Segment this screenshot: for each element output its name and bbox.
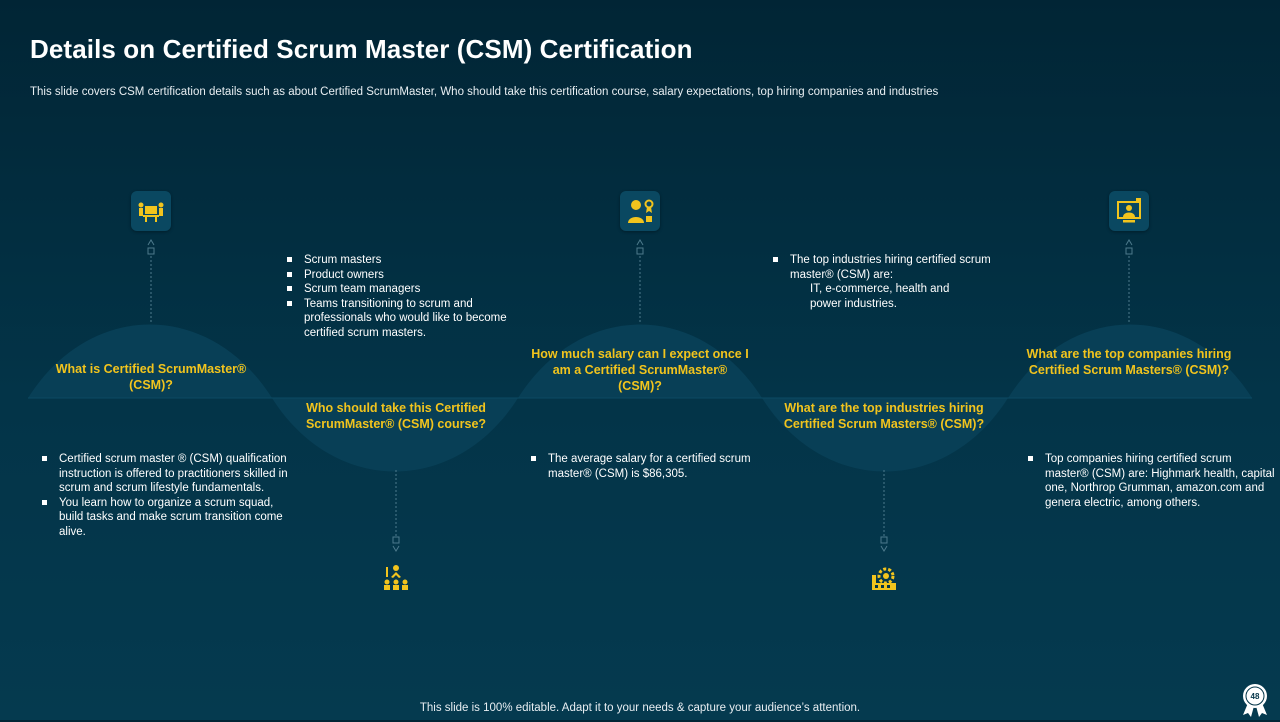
list-item: You learn how to organize a scrum squad,… [42,496,297,540]
section-2-heading: Who should take this Certified ScrumMast… [305,401,487,431]
presenter-audience-icon [384,565,408,590]
section-1-icon-box [131,191,171,231]
list-item: The average salary for a certified scrum… [531,452,784,481]
company-hiring-icon [1117,198,1141,223]
section-2-icon-box [379,561,413,595]
slide-title: Details on Certified Scrum Master (CSM) … [30,34,693,64]
section-4-sub-text: IT, e-commerce, health and power industr… [810,283,950,310]
section-5-heading: What are the top companies hiring Certif… [1026,347,1232,377]
list-item: Top companies hiring certified scrum mas… [1028,452,1277,510]
section-4-bullets: The top industries hiring certified scru… [771,253,1026,311]
section-3-heading: How much salary can I expect once I am a… [531,347,749,393]
section-5-icon-box [1109,191,1149,231]
section-3-bullets: The average salary for a certified scrum… [529,452,784,481]
industry-gear-icon [872,567,896,590]
page-number: 48 [1250,692,1260,701]
list-item: Certified scrum master ® (CSM) qualifica… [42,452,297,496]
list-item: Scrum masters [287,253,540,268]
section-4-heading: What are the top industries hiring Certi… [783,401,985,431]
section-5-bullets: Top companies hiring certified scrum mas… [1026,452,1277,510]
section-1-bullets: Certified scrum master ® (CSM) qualifica… [40,452,297,539]
section-2-bullets: Scrum masters Product owners Scrum team … [285,253,540,340]
slide-subtitle: This slide covers CSM certification deta… [30,86,939,98]
list-item: Teams transitioning to scrum and profess… [287,297,540,341]
award-badge-icon [1243,684,1267,717]
section-1-heading: What is Certified ScrumMaster® (CSM)? [55,362,247,392]
list-item: Product owners [287,268,540,283]
section-4-icon-box [867,561,901,595]
person-award-icon [628,199,654,223]
list-item: Scrum team managers [287,282,540,297]
section-3-icon-box [620,191,660,231]
meeting-table-icon [138,202,164,222]
slide-footer: This slide is 100% editable. Adapt it to… [419,702,861,714]
page-number-badge: 48 [1238,683,1272,717]
list-item: The top industries hiring certified scru… [773,253,1026,282]
